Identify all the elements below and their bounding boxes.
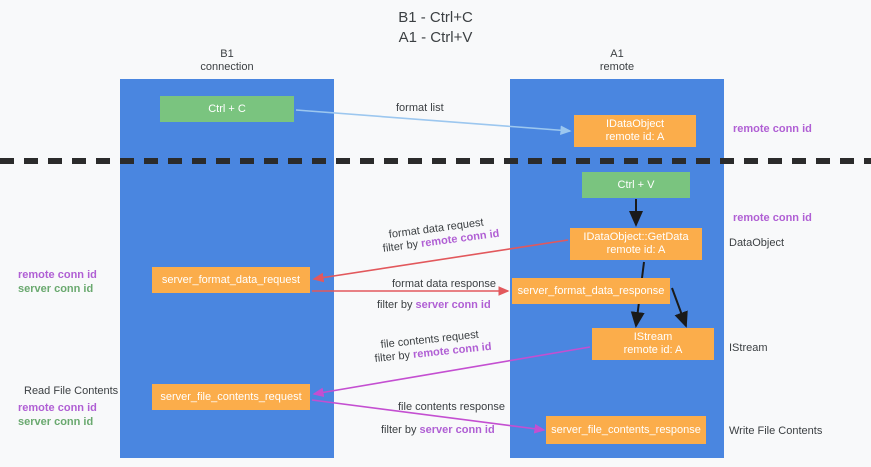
box-server-file-contents-request-label: server_file_contents_request bbox=[160, 390, 302, 403]
box-server-file-contents-request[interactable]: server_file_contents_request bbox=[152, 384, 310, 410]
annotation-read-file-contents: Read File Contents bbox=[24, 385, 119, 397]
page-title: B1 - Ctrl+C A1 - Ctrl+V bbox=[398, 9, 473, 46]
box-server-format-data-response-label: server_format_data_response bbox=[517, 284, 665, 297]
annotation-istream: IStream bbox=[729, 342, 768, 354]
box-ctrl-c-line1: Ctrl + C bbox=[208, 102, 246, 115]
box-server-file-contents-response-label: server_file_contents_response bbox=[551, 423, 701, 436]
phase-divider bbox=[0, 158, 871, 164]
annotation-write-file-contents: Write File Contents bbox=[729, 425, 823, 437]
edge-label-format-data-response: format data response bbox=[392, 278, 496, 290]
annotation-left-conn-ids-mid: remote conn id server conn id bbox=[18, 268, 128, 296]
filter-key-server-conn-id: server conn id bbox=[419, 424, 495, 436]
annotation-remote-conn-id-top: remote conn id bbox=[733, 123, 812, 135]
box-istream-line2: remote id: A bbox=[623, 344, 683, 356]
box-idataobject-line2: remote id: A bbox=[605, 131, 665, 143]
edge-label-format-data-response-filter: filter by server conn id bbox=[377, 298, 491, 312]
box-idataobject-getdata[interactable]: IDataObject::GetData remote id: A bbox=[570, 228, 702, 260]
box-ctrl-v[interactable]: Ctrl + V bbox=[582, 172, 690, 198]
box-idataobject-getdata-line2: remote id: A bbox=[606, 244, 666, 256]
edge-label-file-contents-response-filter: filter by server conn id bbox=[381, 423, 495, 437]
box-ctrl-c[interactable]: Ctrl + C bbox=[160, 96, 294, 122]
box-idataobject-getdata-line1: IDataObject::GetData bbox=[583, 231, 689, 243]
box-istream[interactable]: IStream remote id: A bbox=[592, 328, 714, 360]
box-idataobject[interactable]: IDataObject remote id: A bbox=[574, 115, 696, 147]
column-header-a1: A1 remote bbox=[599, 48, 635, 73]
annotation-remote-conn-id: remote conn id bbox=[18, 402, 97, 414]
box-idataobject-line1: IDataObject bbox=[605, 118, 665, 130]
annotation-server-conn-id: server conn id bbox=[18, 416, 94, 428]
filter-prefix: filter by bbox=[377, 299, 416, 311]
annotation-remote-conn-id: remote conn id bbox=[18, 269, 97, 281]
filter-prefix: filter by bbox=[381, 424, 420, 436]
column-header-b1: B1 connection bbox=[200, 48, 254, 73]
box-server-format-data-request-label: server_format_data_request bbox=[161, 273, 301, 286]
filter-prefix: filter by bbox=[374, 348, 414, 365]
box-server-file-contents-response[interactable]: server_file_contents_response bbox=[546, 416, 706, 444]
box-server-format-data-request[interactable]: server_format_data_request bbox=[152, 267, 310, 293]
filter-prefix: filter by bbox=[382, 237, 422, 255]
filter-key-server-conn-id: server conn id bbox=[415, 299, 491, 311]
annotation-left-conn-ids-bottom: remote conn id server conn id bbox=[18, 401, 128, 429]
edge-label-file-contents-response: file contents response bbox=[398, 401, 506, 413]
box-server-format-data-response[interactable]: server_format_data_response bbox=[512, 278, 670, 304]
edge-label-format-list: format list bbox=[396, 102, 444, 114]
box-ctrl-v-line1: Ctrl + V bbox=[617, 178, 655, 191]
annotation-remote-conn-id-mid: remote conn id bbox=[733, 212, 812, 224]
box-istream-line1: IStream bbox=[633, 331, 673, 343]
annotation-dataobject: DataObject bbox=[729, 237, 785, 249]
annotation-server-conn-id: server conn id bbox=[18, 283, 94, 295]
